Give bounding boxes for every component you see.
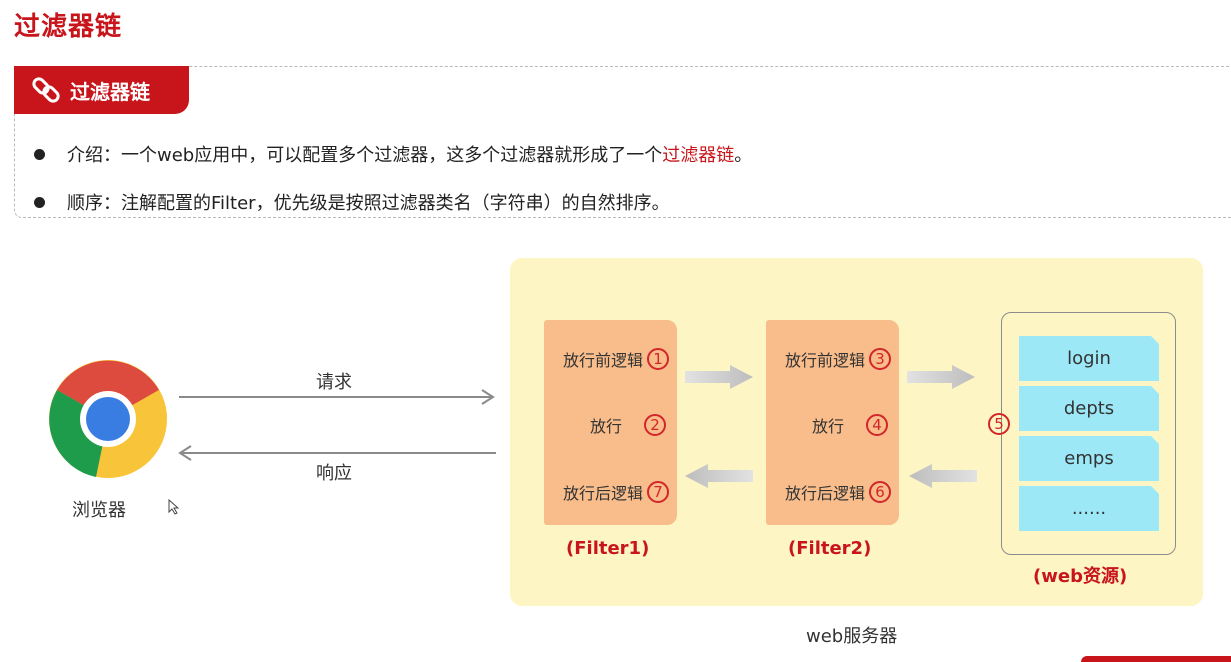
resource-step: 5 bbox=[988, 413, 1010, 435]
bullet-intro-text: 介绍：一个web应用中，可以配置多个过滤器，这多个过滤器就形成了一个 bbox=[67, 145, 663, 166]
step-number: 7 bbox=[647, 481, 670, 503]
bullet-order: 顺序：注解配置的Filter，优先级是按照过滤器类名（字符串）的自然排序。 bbox=[34, 189, 670, 215]
response-label: 响应 bbox=[316, 463, 352, 484]
request-arrow-head bbox=[481, 389, 495, 405]
bullet-dot bbox=[34, 196, 45, 208]
resource-item: depts bbox=[1019, 386, 1159, 431]
server-label: web服务器 bbox=[806, 626, 898, 647]
response-arrow-head bbox=[178, 445, 192, 461]
link-icon bbox=[26, 70, 66, 110]
step-number: 3 bbox=[869, 348, 892, 370]
bullet-intro-suffix: 。 bbox=[734, 145, 753, 166]
filter2-caption: (Filter2) bbox=[788, 538, 872, 559]
request-label: 请求 bbox=[316, 372, 352, 393]
bullet-dot bbox=[34, 148, 45, 160]
chrome-icon bbox=[49, 360, 167, 478]
flow-arrow-right-2 bbox=[907, 365, 975, 389]
flow-arrow-right-1 bbox=[685, 365, 753, 389]
step-number: 4 bbox=[866, 414, 889, 436]
corner-decoration bbox=[1081, 656, 1231, 662]
step-number: 2 bbox=[644, 414, 667, 436]
flow-arrow-left-2 bbox=[909, 464, 977, 488]
step-number: 5 bbox=[988, 413, 1010, 435]
bullet-order-text: 顺序：注解配置的Filter，优先级是按照过滤器类名（字符串）的自然排序。 bbox=[67, 193, 670, 214]
section-tag: 过滤器链 bbox=[14, 66, 189, 114]
page-title: 过滤器链 bbox=[14, 12, 123, 42]
resource-item: ...... bbox=[1019, 486, 1159, 531]
resource-caption: (web资源) bbox=[1033, 566, 1128, 587]
section-tag-label: 过滤器链 bbox=[70, 79, 150, 104]
bullet-intro-highlight: 过滤器链 bbox=[662, 145, 735, 166]
bullet-intro: 介绍：一个web应用中，可以配置多个过滤器，这多个过滤器就形成了一个过滤器链。 bbox=[34, 141, 752, 167]
filter1-caption: (Filter1) bbox=[566, 538, 650, 559]
info-box bbox=[14, 66, 1231, 218]
step-number: 6 bbox=[869, 481, 892, 503]
browser-label: 浏览器 bbox=[72, 500, 126, 521]
resource-item: login bbox=[1019, 336, 1159, 381]
flow-arrow-left-1 bbox=[685, 464, 753, 488]
step-number: 1 bbox=[647, 348, 670, 370]
resource-item: emps bbox=[1019, 436, 1159, 481]
cursor-icon bbox=[168, 498, 180, 519]
